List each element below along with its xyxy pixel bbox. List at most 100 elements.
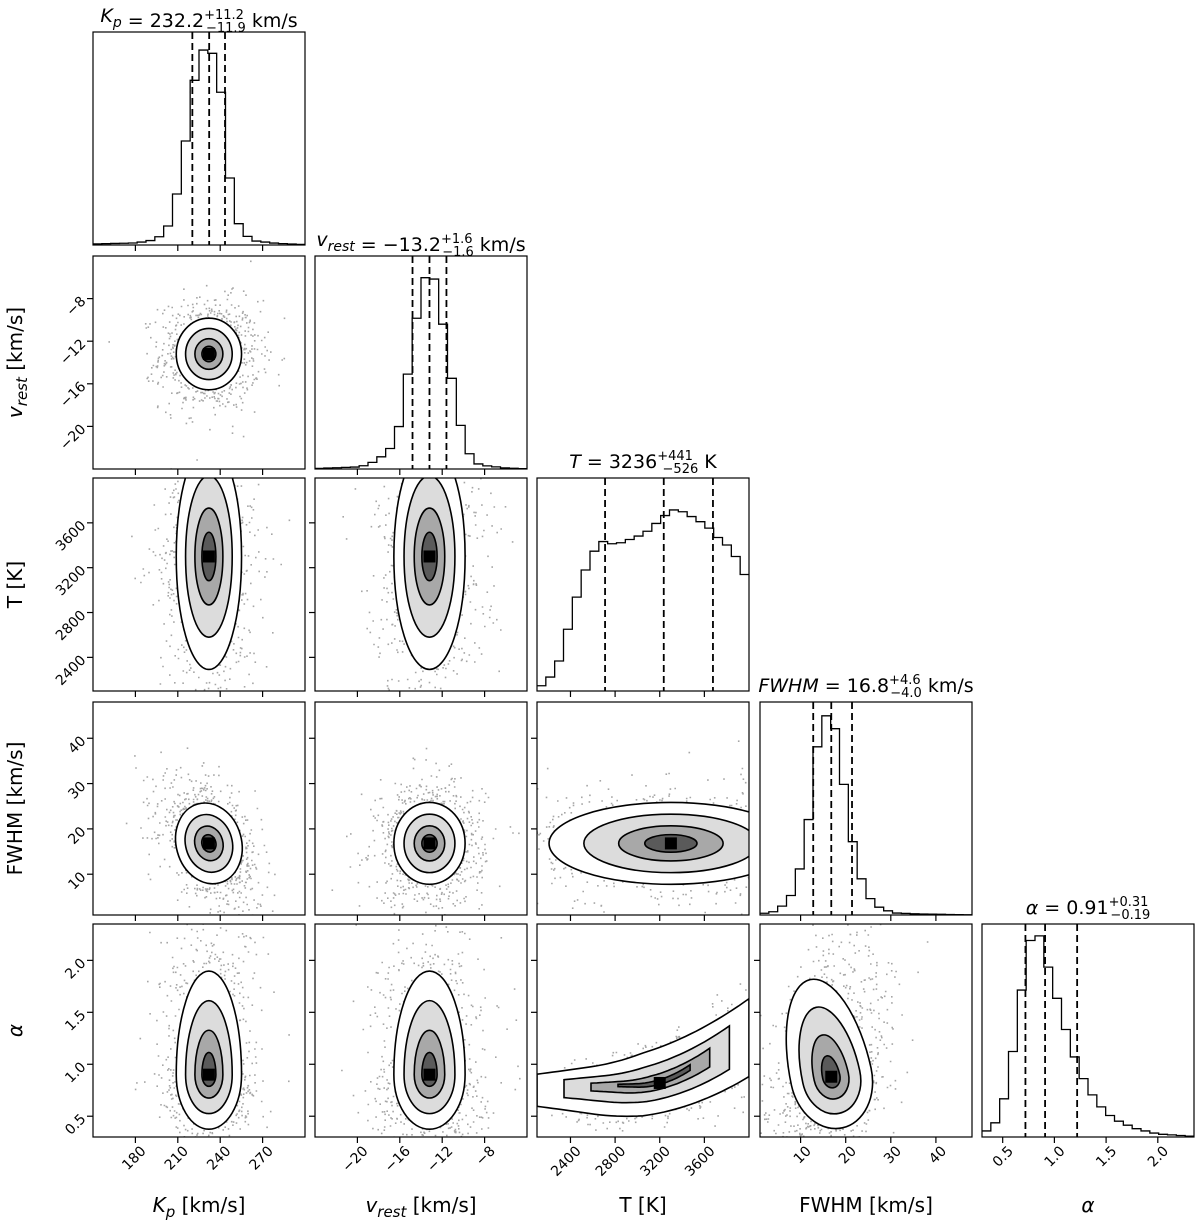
density-peak	[202, 1068, 215, 1081]
y-axis-label-alpha: α	[3, 1024, 27, 1037]
y-tick-label-fwhm: 20	[65, 824, 89, 848]
joint-frame	[314, 923, 528, 1138]
joint-frame	[92, 255, 306, 470]
joint-density-fwhm-kp	[125, 747, 276, 915]
y-tick-label-vrest: −20	[57, 421, 89, 453]
density-peak	[423, 1068, 436, 1081]
y-tick-label-vrest: −8	[63, 294, 89, 320]
x-tick-label-fwhm: 30	[881, 1143, 905, 1167]
joint-density-alpha-vrest	[341, 924, 521, 1137]
joint-density-vrest-kp	[108, 260, 286, 469]
joint-frame	[314, 477, 528, 692]
y-tick-label-temp: 3200	[53, 563, 90, 600]
hist-step-fwhm	[760, 715, 972, 916]
joint-frame	[92, 701, 306, 916]
density-peak	[202, 347, 215, 360]
x-axis-label-temp: T [K]	[618, 1193, 666, 1217]
y-tick-label-temp: 2800	[53, 608, 90, 645]
x-tick-label-temp: 2400	[548, 1143, 585, 1180]
x-tick-label-fwhm: 10	[791, 1143, 815, 1167]
hist-step-vrest	[315, 277, 527, 470]
joint-frame	[92, 477, 306, 692]
y-tick-label-fwhm: 30	[65, 779, 89, 803]
x-tick-label-alpha: 1.0	[1041, 1143, 1068, 1170]
y-tick-label-alpha: 1.0	[62, 1059, 89, 1086]
joint-panel-alpha-kp	[92, 923, 306, 1138]
hist-frame-temp	[536, 477, 750, 692]
joint-panel-fwhm-temp	[536, 701, 750, 916]
density-peak	[653, 1076, 666, 1089]
y-tick-label-alpha: 2.0	[62, 955, 89, 982]
joint-panel-fwhm-vrest	[314, 701, 528, 916]
x-tick-label-kp: 240	[204, 1143, 234, 1173]
hist-panel-kp: Kp = 232.2+11.2−11.9 km/s	[92, 5, 306, 246]
hist-title-temp: T = 3236+441−526 K	[569, 449, 717, 477]
hist-step-temp	[537, 509, 749, 687]
density-peak	[423, 550, 436, 563]
joint-frame	[536, 701, 750, 916]
y-tick-label-alpha: 1.5	[62, 1007, 89, 1034]
joint-frame	[92, 923, 306, 1138]
x-tick-label-temp: 3200	[637, 1143, 674, 1180]
y-tick-label-fwhm: 10	[65, 869, 89, 893]
y-tick-label-vrest: −16	[57, 379, 89, 411]
hist-title-kp: Kp = 232.2+11.2−11.9 km/s	[100, 5, 297, 36]
x-tick-label-vrest: −12	[424, 1143, 456, 1175]
density-peak	[202, 550, 215, 563]
x-tick-label-fwhm: 20	[836, 1143, 860, 1167]
joint-panel-temp-vrest	[314, 477, 528, 692]
x-tick-label-kp: 180	[119, 1143, 149, 1173]
hist-panel-vrest: vrest = −13.2+1.6−1.6 km/s	[314, 229, 528, 470]
joint-density-fwhm-vrest	[331, 747, 520, 915]
joint-density-alpha-fwhm	[760, 924, 929, 1137]
contour-level-2	[590, 1046, 711, 1094]
hist-panel-alpha: α = 0.91+0.31−0.19	[981, 895, 1195, 1138]
y-tick-label-fwhm: 40	[65, 733, 89, 757]
density-peak	[825, 1070, 838, 1083]
scatter-points	[131, 478, 291, 691]
joint-density-alpha-kp	[134, 924, 290, 1137]
hist-step-kp	[93, 49, 305, 246]
density-peak	[664, 837, 677, 850]
joint-panel-temp-kp	[92, 477, 306, 692]
hist-frame-alpha	[981, 923, 1195, 1138]
joint-frame	[314, 701, 528, 916]
x-tick-label-alpha: 1.5	[1093, 1143, 1120, 1170]
x-tick-label-vrest: −16	[382, 1143, 414, 1175]
x-axis-label-kp: Kp [km/s]	[153, 1193, 246, 1221]
hist-step-alpha	[982, 935, 1194, 1137]
hist-title-fwhm: FWHM = 16.8+4.6−4.0 km/s	[758, 673, 973, 701]
x-tick-label-kp: 270	[247, 1143, 277, 1173]
joint-panel-alpha-temp	[536, 923, 750, 1138]
joint-panel-alpha-vrest	[314, 923, 528, 1138]
hist-title-vrest: vrest = −13.2+1.6−1.6 km/s	[316, 229, 525, 260]
hist-panel-fwhm: FWHM = 16.8+4.6−4.0 km/s	[758, 673, 974, 916]
x-axis-label-alpha: α	[1081, 1193, 1094, 1217]
joint-density-temp-kp	[131, 478, 291, 691]
x-tick-label-alpha: 2.0	[1145, 1143, 1172, 1170]
y-tick-label-alpha: 0.5	[62, 1111, 89, 1138]
density-peak	[202, 837, 215, 850]
x-axis-label-fwhm: FWHM [km/s]	[799, 1193, 933, 1217]
x-tick-label-kp: 210	[162, 1143, 192, 1173]
y-tick-label-temp: 2400	[53, 652, 90, 689]
hist-frame-vrest	[314, 255, 528, 470]
joint-density-fwhm-temp	[537, 740, 749, 915]
x-tick-label-fwhm: 40	[926, 1143, 950, 1167]
y-axis-label-vrest: vrest [km/s]	[3, 307, 31, 418]
density-peak	[423, 837, 436, 850]
joint-frame	[536, 923, 750, 1138]
y-axis-label-fwhm: FWHM [km/s]	[3, 742, 27, 876]
joint-frame	[759, 923, 973, 1138]
hist-panel-temp: T = 3236+441−526 K	[536, 449, 750, 692]
x-tick-label-alpha: 0.5	[990, 1143, 1017, 1170]
hist-frame-fwhm	[759, 701, 973, 916]
y-axis-label-temp: T [K]	[3, 561, 27, 609]
joint-density-alpha-temp	[537, 983, 749, 1132]
joint-panel-alpha-fwhm	[759, 923, 973, 1138]
y-tick-label-temp: 3600	[53, 518, 90, 555]
joint-panel-fwhm-kp	[92, 701, 306, 916]
joint-panel-vrest-kp	[92, 255, 306, 470]
x-tick-label-temp: 3600	[682, 1143, 719, 1180]
